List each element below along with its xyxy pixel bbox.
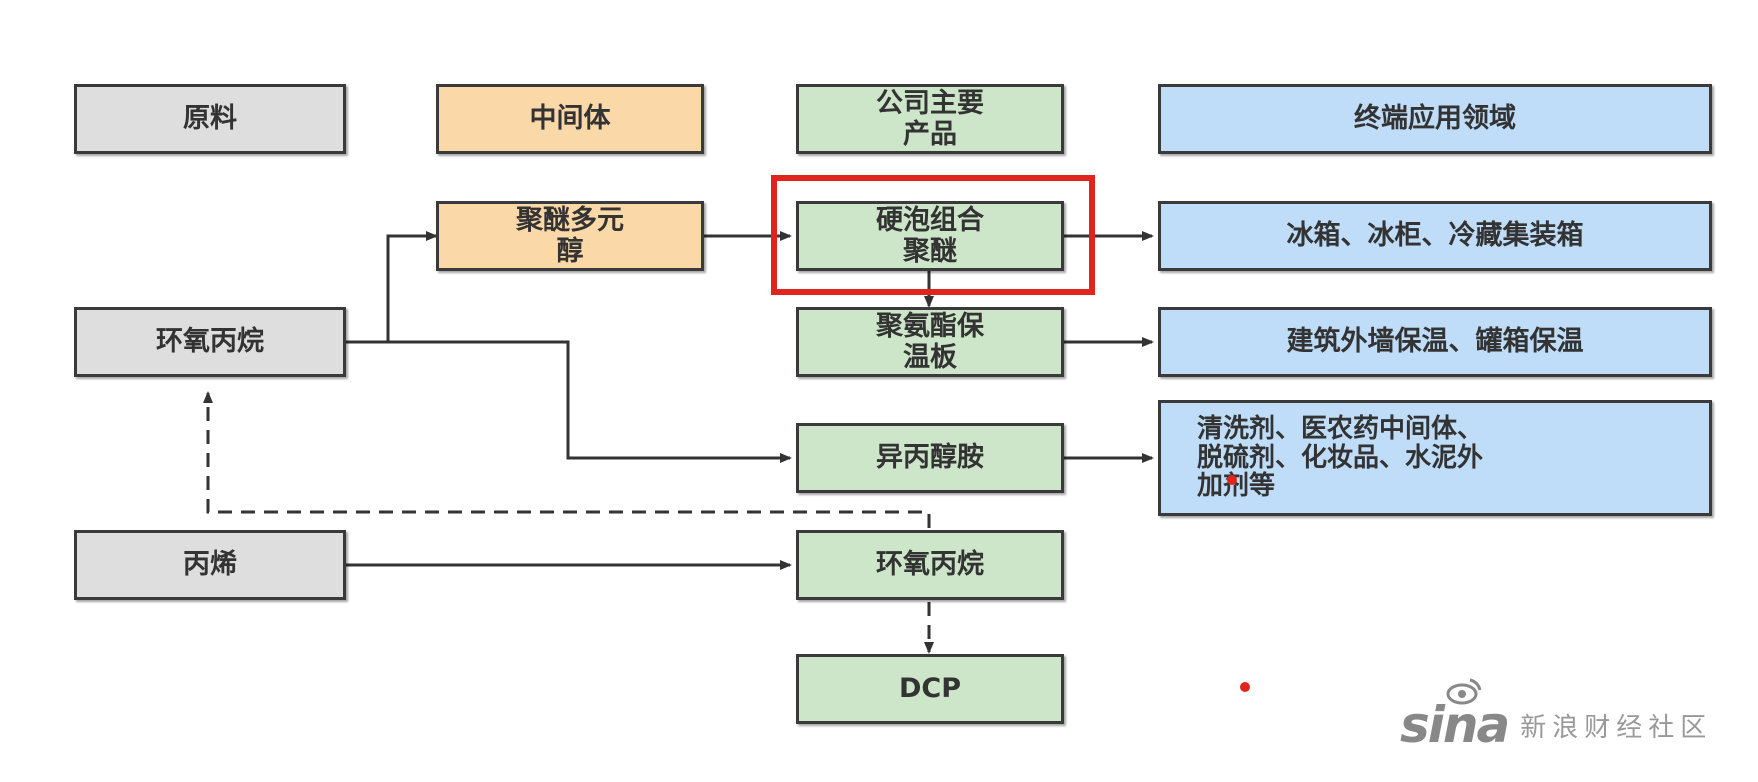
- node-isopropanolamine-label: 异丙醇胺: [876, 442, 984, 474]
- node-rigid-foam-polyether: 硬泡组合 聚醚: [796, 201, 1064, 271]
- dashed-arrow-po-feedback: [203, 391, 931, 528]
- app-building-label: 建筑外墙保温、罐箱保温: [1286, 326, 1584, 358]
- header-intermediate: 中间体: [436, 84, 704, 154]
- header-applications-label: 终端应用领域: [1354, 103, 1516, 135]
- node-propylene-oxide-product-label: 环氧丙烷: [876, 549, 984, 581]
- header-raw: 原料: [74, 84, 346, 154]
- node-propylene: 丙烯: [74, 530, 346, 600]
- node-rigid-foam-polyether-label: 硬泡组合 聚醚: [876, 204, 984, 267]
- sina-eye-icon: [1446, 678, 1482, 705]
- sina-logo: sina: [1400, 678, 1510, 754]
- header-products-label: 公司主要 产品: [876, 87, 984, 150]
- app-building: 建筑外墙保温、罐箱保温: [1158, 307, 1712, 377]
- arrow-po-to-polyol: [346, 231, 438, 344]
- highlight-rectangle: [771, 175, 1095, 295]
- node-propylene-oxide-raw-label: 环氧丙烷: [156, 326, 264, 358]
- header-raw-label: 原料: [183, 103, 237, 135]
- app-chemicals-label: 清洗剂、医农药中间体、 脱硫剂、化妆品、水泥外 加剂等: [1197, 414, 1484, 502]
- arrow-po-to-ipa: [346, 340, 792, 463]
- node-pu-insulation-board-label: 聚氨酯保 温板: [876, 310, 984, 373]
- sina-watermark: sina 新浪财经社区: [1400, 678, 1713, 760]
- red-dot-marker: [1227, 475, 1237, 485]
- node-propylene-label: 丙烯: [183, 549, 237, 581]
- header-products: 公司主要 产品: [796, 84, 1064, 154]
- header-intermediate-label: 中间体: [529, 103, 611, 135]
- header-applications: 终端应用领域: [1158, 84, 1712, 154]
- node-dcp: DCP: [796, 654, 1064, 724]
- app-refrigeration-label: 冰箱、冰柜、冷藏集装箱: [1286, 220, 1584, 252]
- app-chemicals: 清洗剂、医农药中间体、 脱硫剂、化妆品、水泥外 加剂等: [1158, 400, 1712, 516]
- node-propylene-oxide-product: 环氧丙烷: [796, 530, 1064, 600]
- app-refrigeration: 冰箱、冰柜、冷藏集装箱: [1158, 201, 1712, 271]
- node-propylene-oxide-raw: 环氧丙烷: [74, 307, 346, 377]
- node-polyether-polyol-label: 聚醚多元 醇: [516, 204, 624, 267]
- node-polyether-polyol: 聚醚多元 醇: [436, 201, 704, 271]
- red-dot-marker: [1240, 682, 1250, 692]
- node-isopropanolamine: 异丙醇胺: [796, 423, 1064, 493]
- watermark-text: 新浪财经社区: [1520, 712, 1713, 743]
- sina-brand-text: sina: [1400, 696, 1510, 754]
- node-dcp-label: DCP: [898, 673, 961, 705]
- node-pu-insulation-board: 聚氨酯保 温板: [796, 307, 1064, 377]
